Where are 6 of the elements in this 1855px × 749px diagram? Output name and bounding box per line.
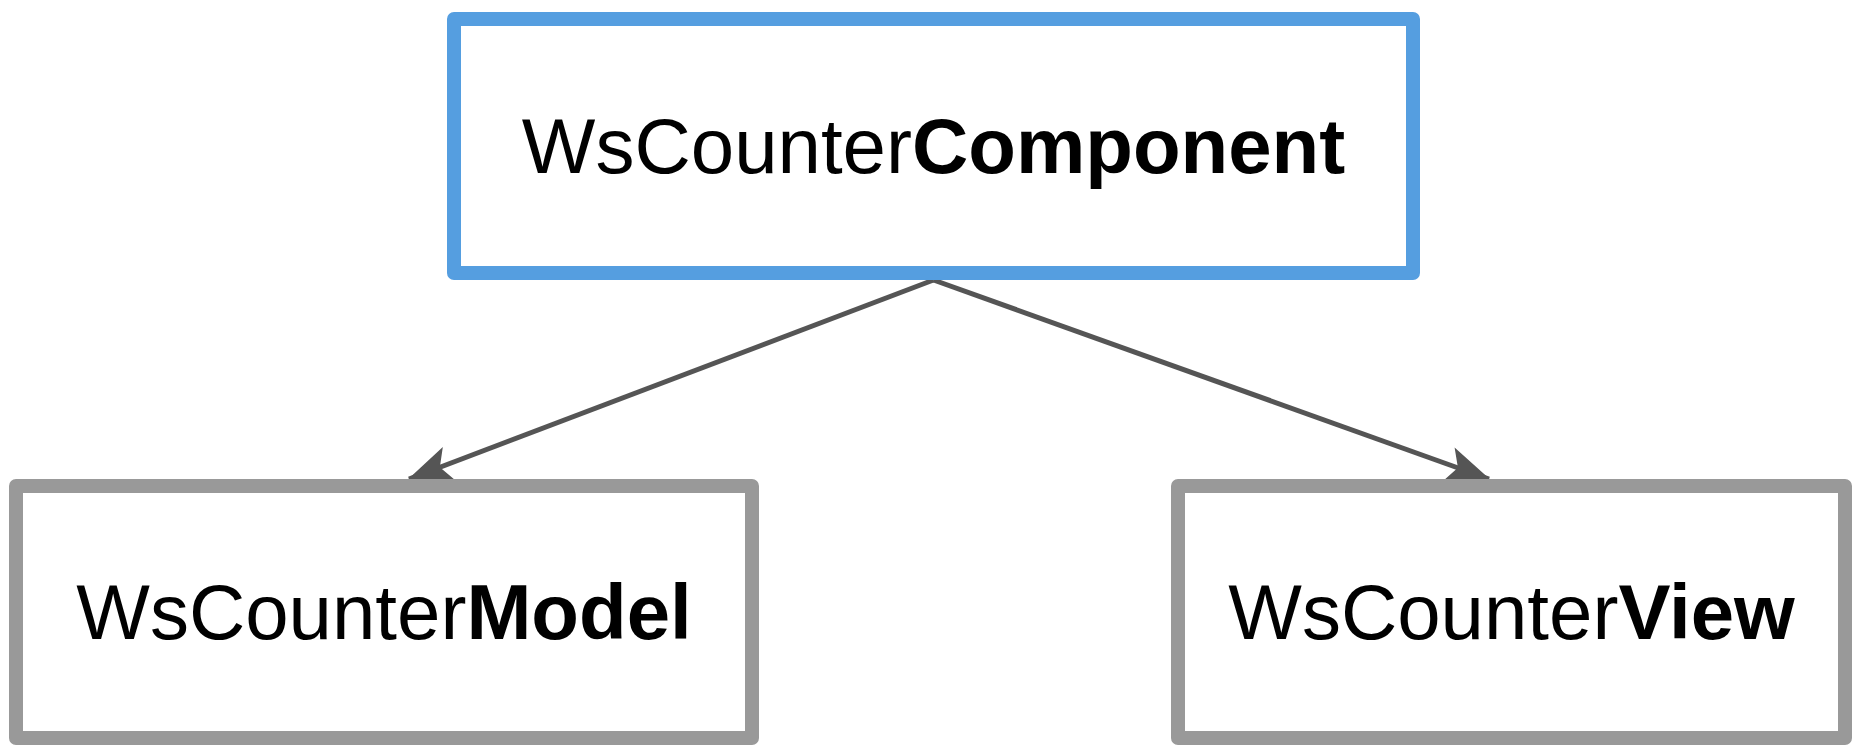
class-name: WsCounterModel <box>76 566 692 658</box>
class-box <box>9 479 759 745</box>
class-box <box>1171 479 1852 745</box>
class-box <box>447 12 1420 280</box>
class-name: WsCounterView <box>1228 566 1795 658</box>
class-name: WsCounterComponent <box>521 100 1346 192</box>
